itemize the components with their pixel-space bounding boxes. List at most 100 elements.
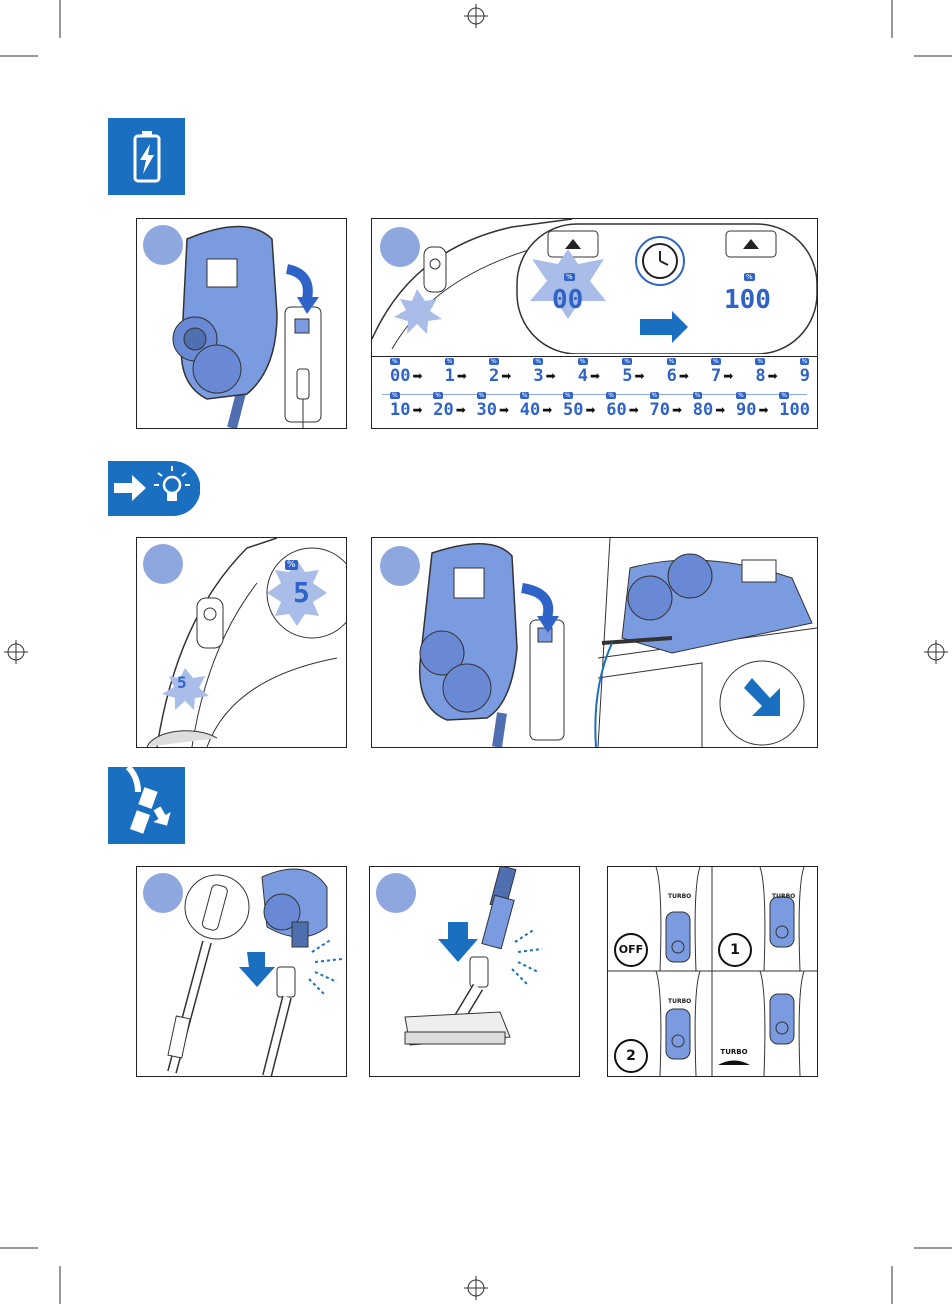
display-readout-empty: 00 — [552, 285, 584, 315]
tube-attach-illustration — [167, 868, 343, 1076]
arrow-right-icon: ➡ — [723, 369, 734, 383]
assembly-icon — [108, 764, 185, 844]
appliance-docking-illustration — [172, 225, 322, 428]
percent-badge: % — [444, 358, 455, 365]
switch-scale-label: TURBO — [772, 893, 796, 900]
percent-badge: % — [390, 392, 400, 399]
progress-cell: %90➡ — [736, 392, 769, 423]
progress-value: 60 — [606, 400, 627, 420]
progress-value: 100 — [779, 400, 810, 420]
panel-charging-options — [371, 537, 818, 748]
arrow-right-icon: ➡ — [545, 369, 556, 383]
progress-row-2: %10➡%20➡%30➡%40➡%50➡%60➡%70➡%80➡%90➡%100 — [390, 392, 810, 423]
arrow-right-icon: ➡ — [767, 369, 778, 383]
progress-cell: %30➡ — [476, 392, 510, 423]
panel-attach-tube — [136, 866, 347, 1077]
panel-dock-appliance — [136, 218, 347, 429]
progress-value: 9 — [799, 366, 810, 386]
step-marker — [380, 227, 420, 267]
progress-value: 70 — [649, 400, 670, 420]
percent-badge: % — [390, 358, 400, 365]
progress-cell: %7➡ — [710, 358, 734, 389]
handle-with-display-illustration — [372, 219, 817, 354]
switch-scale-label: TURBO — [668, 998, 692, 1005]
nozzle-attach-illustration — [404, 867, 543, 1046]
progress-value: 80 — [692, 400, 714, 420]
progress-cell: %80➡ — [692, 392, 726, 423]
progress-cell: %100 — [779, 392, 810, 423]
progress-cell: %9 — [799, 358, 810, 389]
display-readout-blinking: 5 — [293, 576, 310, 609]
progress-value: 40 — [519, 400, 541, 420]
panel-charging-display: % 00 % 100 %00➡%1➡%2➡%3➡%4➡%5➡%6➡%7➡%8➡%… — [371, 218, 818, 429]
switch-scale-label: TURBO — [668, 893, 692, 900]
progress-value: 7 — [710, 366, 722, 386]
mode-turbo-label: TURBO — [716, 1039, 752, 1066]
progress-cell: %8➡ — [755, 358, 778, 389]
mode-off-label: OFF — [614, 933, 648, 967]
progress-cell: %3➡ — [533, 358, 556, 389]
mode-1-label: 1 — [718, 933, 752, 967]
panel-power-modes: TURBO TURBO TURBO OFF 1 2 TURBO — [607, 866, 818, 1077]
percent-badge: % — [433, 392, 443, 399]
percent-badge: % — [799, 358, 810, 365]
docking-and-cable-illustration — [418, 538, 817, 747]
progress-value: 4 — [577, 366, 589, 386]
progress-cell: %5➡ — [622, 358, 645, 389]
percent-badge: % — [577, 358, 588, 365]
arrow-right-icon: ➡ — [542, 403, 553, 417]
percent-badge: % — [755, 358, 766, 365]
step-marker — [143, 225, 183, 265]
panel-attach-nozzle — [369, 866, 580, 1077]
step-marker — [376, 873, 416, 913]
mode-2-label: 2 — [614, 1039, 648, 1073]
power-mode-switch-grid — [608, 867, 817, 1076]
arrow-right-icon: ➡ — [715, 403, 726, 417]
progress-value: 30 — [476, 400, 497, 420]
progress-cell: %70➡ — [649, 392, 683, 423]
arrow-right-icon: ➡ — [758, 403, 769, 417]
progress-value: 10 — [390, 400, 411, 420]
battery-charge-icon — [108, 118, 185, 195]
arrow-right-icon: ➡ — [456, 369, 467, 383]
progress-cell: %60➡ — [606, 392, 639, 423]
display-readout-full: 100 — [724, 285, 771, 315]
display-readout-blinking-small: 5 — [177, 673, 187, 692]
arrow-lightbulb-tip-icon — [108, 461, 201, 516]
percent-badge: % — [533, 358, 544, 365]
percent-badge: % — [649, 392, 660, 399]
progress-row-1: %00➡%1➡%2➡%3➡%4➡%5➡%6➡%7➡%8➡%9 — [390, 358, 810, 389]
progress-cell: %20➡ — [433, 392, 466, 423]
progress-value: 3 — [533, 366, 544, 386]
arrow-right-icon: ➡ — [585, 403, 596, 417]
percent-badge: % — [666, 358, 677, 365]
percent-badge: % — [606, 392, 616, 399]
progress-value: 8 — [755, 366, 766, 386]
percent-badge: % — [692, 392, 703, 399]
step-marker — [143, 544, 183, 584]
progress-cell: %50➡ — [563, 392, 596, 423]
progress-cell: %00➡ — [390, 358, 423, 389]
progress-value: 50 — [563, 400, 584, 420]
percent-badge: % — [563, 392, 573, 399]
percent-badge: % — [489, 358, 499, 365]
progress-value: 20 — [433, 400, 454, 420]
arrow-right-icon: ➡ — [498, 403, 510, 417]
percent-badge: % — [476, 392, 487, 399]
handle-low-battery-illustration — [146, 538, 346, 747]
progress-value: 2 — [489, 366, 500, 386]
step-marker — [143, 873, 183, 913]
progress-value: 1 — [444, 366, 455, 386]
percent-badge: % — [622, 358, 632, 365]
arrow-right-icon: ➡ — [501, 369, 512, 383]
arrow-right-icon: ➡ — [455, 403, 466, 417]
percent-badge: % — [710, 358, 721, 365]
arrow-right-icon: ➡ — [590, 369, 601, 383]
display-percent-badge: % — [744, 273, 755, 281]
progress-cell: %1➡ — [444, 358, 467, 389]
percent-badge: % — [779, 392, 789, 399]
step-marker — [380, 546, 420, 586]
percent-badge: % — [736, 392, 746, 399]
arrow-right-icon: ➡ — [671, 403, 683, 417]
